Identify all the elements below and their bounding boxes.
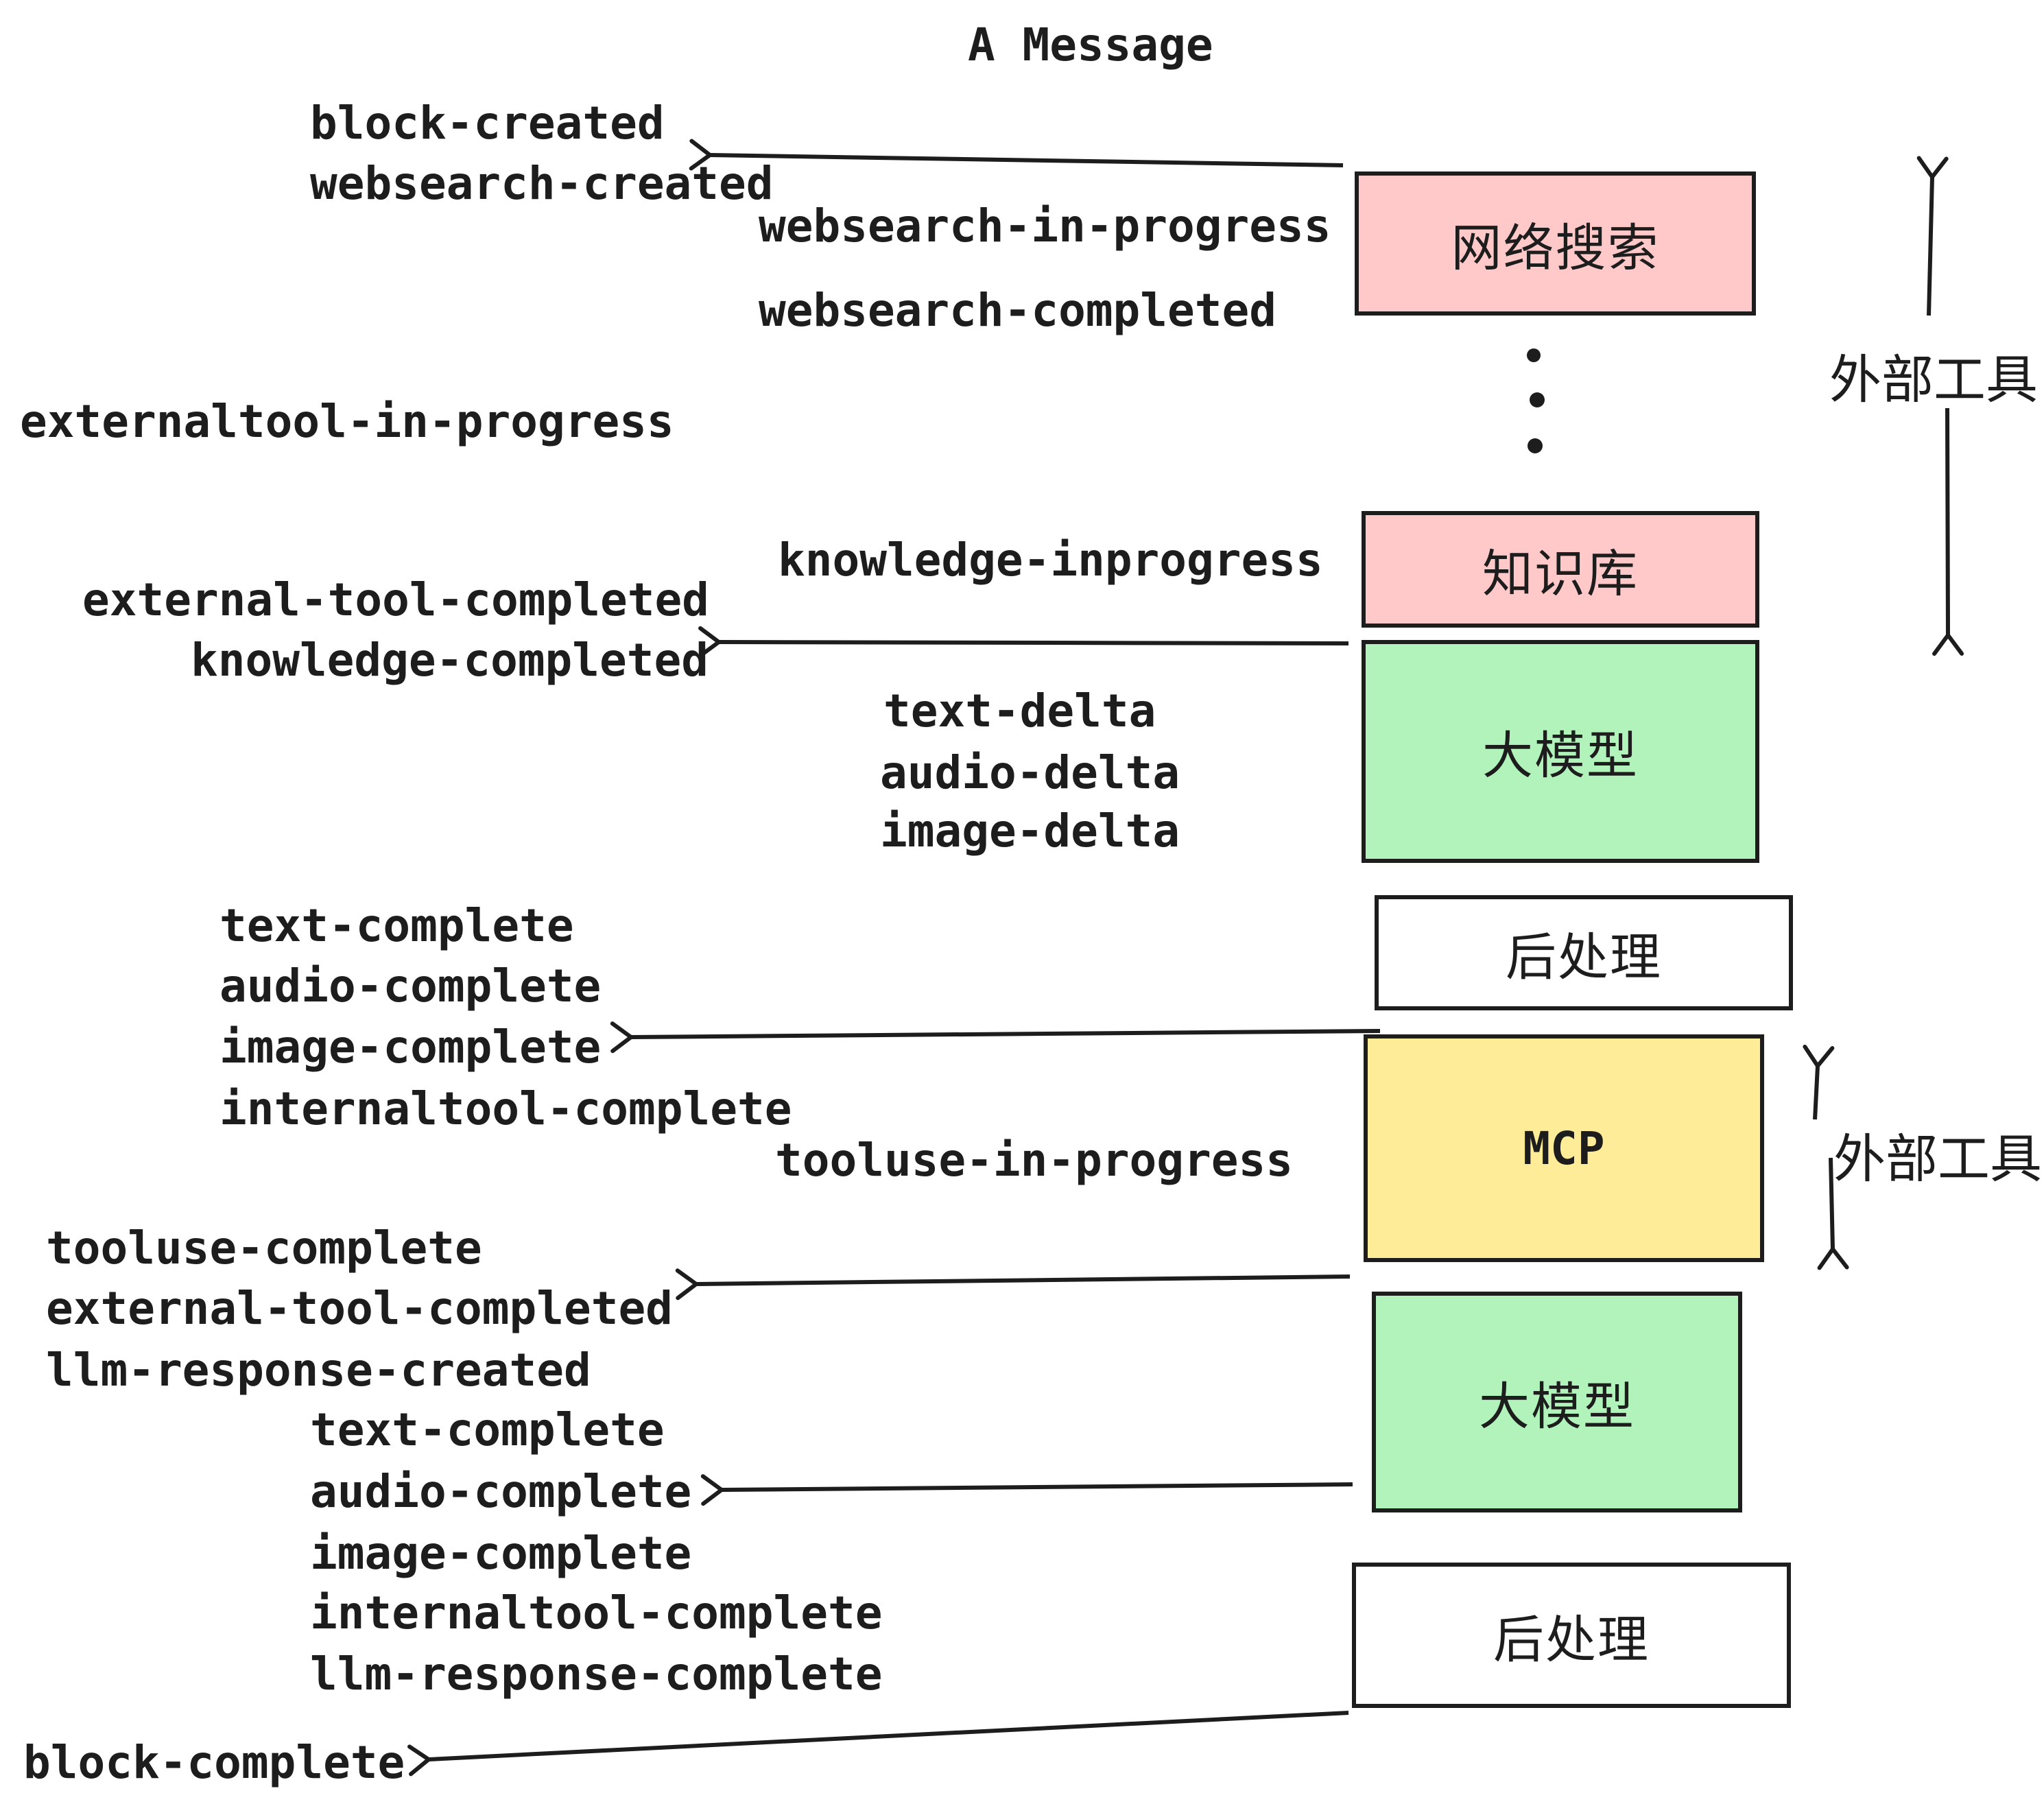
diagram-title: A Message (968, 19, 1213, 71)
arrow-block-complete (407, 1711, 1349, 1777)
box-llm-2: 大模型 (1372, 1292, 1742, 1512)
event-audio-delta-1: audio-delta (880, 746, 1180, 799)
arrow-websearch-created (689, 139, 1344, 171)
box-llm-2-label: 大模型 (1479, 1377, 1635, 1436)
box-mcp: MCP (1364, 1034, 1764, 1262)
event-image-delta-1: image-delta (880, 805, 1180, 857)
external-tools-up-arrow-2 (1803, 1045, 1835, 1120)
box-postprocess-2: 后处理 (1352, 1563, 1791, 1708)
box-llm-1-label: 大模型 (1482, 726, 1639, 785)
event-block-created: block-created (310, 97, 665, 150)
external-tools-annotation-2: 外部工具 (1833, 1128, 2042, 1189)
box-knowledge: 知识库 (1362, 511, 1759, 628)
event-image-complete-1: image-complete (219, 1021, 602, 1073)
event-audio-complete-1: audio-complete (219, 960, 602, 1012)
box-llm-1: 大模型 (1362, 640, 1759, 863)
event-llm-response-complete: llm-response-complete (310, 1648, 883, 1700)
external-tools-up-arrow-1 (1916, 156, 1949, 316)
event-internaltool-complete-2: internaltool-complete (310, 1587, 883, 1639)
external-tools-annotation-1: 外部工具 (1829, 349, 2038, 410)
box-mcp-label: MCP (1523, 1121, 1605, 1175)
event-websearch-completed: websearch-completed (759, 284, 1276, 337)
box-websearch-label: 网络搜索 (1451, 218, 1660, 278)
event-llm-response-created: llm-response-created (46, 1344, 591, 1397)
event-text-complete-1: text-complete (219, 899, 574, 952)
arrow-internaltool-complete (610, 1021, 1381, 1054)
box-websearch: 网络搜索 (1355, 171, 1756, 316)
continuation-dots-icon (1527, 348, 1545, 453)
box-postprocess-1-label: 后处理 (1506, 927, 1662, 987)
event-knowledge-inprogress: knowledge-inprogress (778, 534, 1323, 586)
arrow-llm2-complete (700, 1474, 1353, 1506)
event-websearch-in-progress: websearch-in-progress (759, 200, 1331, 252)
event-image-complete-2: image-complete (310, 1527, 692, 1580)
external-tools-down-arrow-1 (1932, 407, 1964, 656)
arrow-knowledge-completed (698, 626, 1349, 658)
event-internaltool-complete-1: internaltool-complete (219, 1082, 792, 1135)
box-knowledge-label: 知识库 (1482, 544, 1639, 604)
box-postprocess-2-label: 后处理 (1493, 1610, 1650, 1670)
box-postprocess-1: 后处理 (1375, 895, 1793, 1010)
event-externaltool-in-progress: externaltool-in-progress (20, 395, 674, 448)
event-websearch-created: websearch-created (310, 157, 774, 210)
event-audio-complete-2: audio-complete (310, 1465, 692, 1518)
event-tooluse-complete: tooluse-complete (46, 1222, 482, 1274)
external-tools-down-arrow-2 (1817, 1157, 1849, 1270)
event-text-complete-2: text-complete (310, 1403, 665, 1456)
event-external-tool-completed-1: external-tool-completed (82, 573, 709, 626)
arrow-tooluse-complete (675, 1268, 1351, 1301)
event-text-delta-1: text-delta (883, 685, 1156, 737)
event-tooluse-in-progress: tooluse-in-progress (775, 1134, 1293, 1187)
event-knowledge-completed: knowledge-completed (191, 634, 709, 687)
event-external-tool-completed-2: external-tool-completed (46, 1282, 673, 1335)
event-block-complete: block-complete (23, 1736, 405, 1789)
